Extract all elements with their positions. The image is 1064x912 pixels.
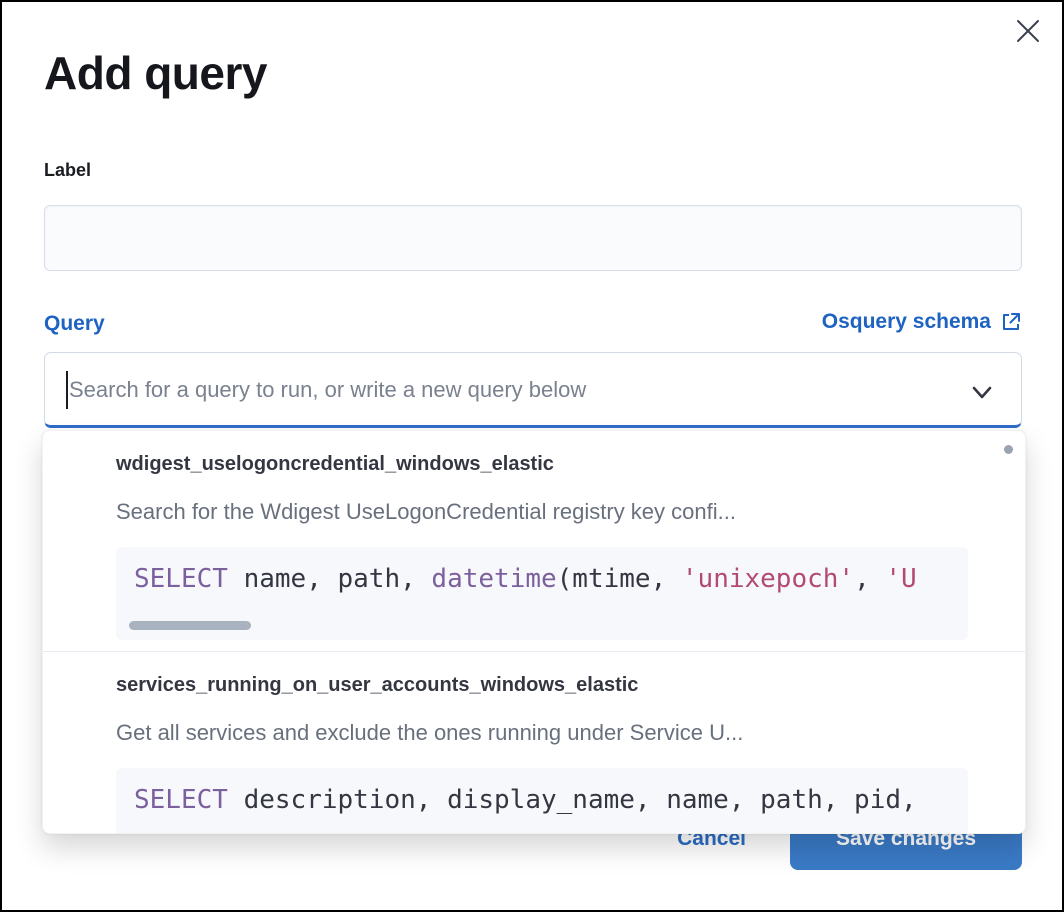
sql-token: (mtime,: [556, 564, 682, 594]
sql-token: SELECT: [134, 785, 228, 815]
query-option-description: Search for the Wdigest UseLogonCredentia…: [116, 499, 736, 524]
query-suggestions-dropdown: wdigest_uselogoncredential_windows_elast…: [42, 430, 1026, 834]
close-icon: [1017, 19, 1039, 42]
sql-token: ,: [854, 564, 886, 594]
osquery-schema-link-label: Osquery schema: [821, 310, 991, 333]
sql-token: 'U: [885, 564, 917, 594]
query-option-title: services_running_on_user_accounts_window…: [116, 674, 639, 696]
sql-code-line: SELECT description, display_name, name, …: [134, 784, 950, 816]
vertical-scrollbar-thumb[interactable]: [1004, 445, 1013, 454]
query-combobox: [44, 352, 1022, 428]
osquery-schema-link[interactable]: Osquery schema: [822, 310, 1022, 334]
external-link-icon: [1003, 313, 1020, 330]
query-option-wdigest[interactable]: wdigest_uselogoncredential_windows_elast…: [43, 431, 1025, 640]
sql-token: 'unixepoch': [681, 564, 855, 594]
query-option-title: wdigest_uselogoncredential_windows_elast…: [116, 453, 554, 475]
query-search-input[interactable]: [67, 365, 951, 415]
modal-title: Add query: [44, 47, 267, 99]
sql-code-line: SELECT name, path, datetime(mtime, 'unix…: [134, 563, 950, 595]
label-field-label: Label: [44, 160, 92, 180]
sql-preview: SELECT description, display_name, name, …: [116, 768, 968, 833]
sql-preview: SELECT name, path, datetime(mtime, 'unix…: [116, 547, 968, 640]
close-button[interactable]: [1012, 16, 1044, 48]
sql-token: description, display_name, name, path, p…: [227, 785, 917, 815]
query-option-description: Get all services and exclude the ones ru…: [116, 720, 744, 745]
label-input[interactable]: [44, 205, 1022, 271]
query-option-services[interactable]: services_running_on_user_accounts_window…: [43, 651, 1025, 833]
sql-token: name, path,: [227, 564, 432, 594]
horizontal-scrollbar-thumb[interactable]: [129, 621, 251, 630]
sql-token: datetime: [431, 564, 557, 594]
sql-token: SELECT: [134, 564, 228, 594]
query-field-label: Query: [44, 312, 105, 335]
chevron-down-icon[interactable]: [967, 377, 997, 407]
